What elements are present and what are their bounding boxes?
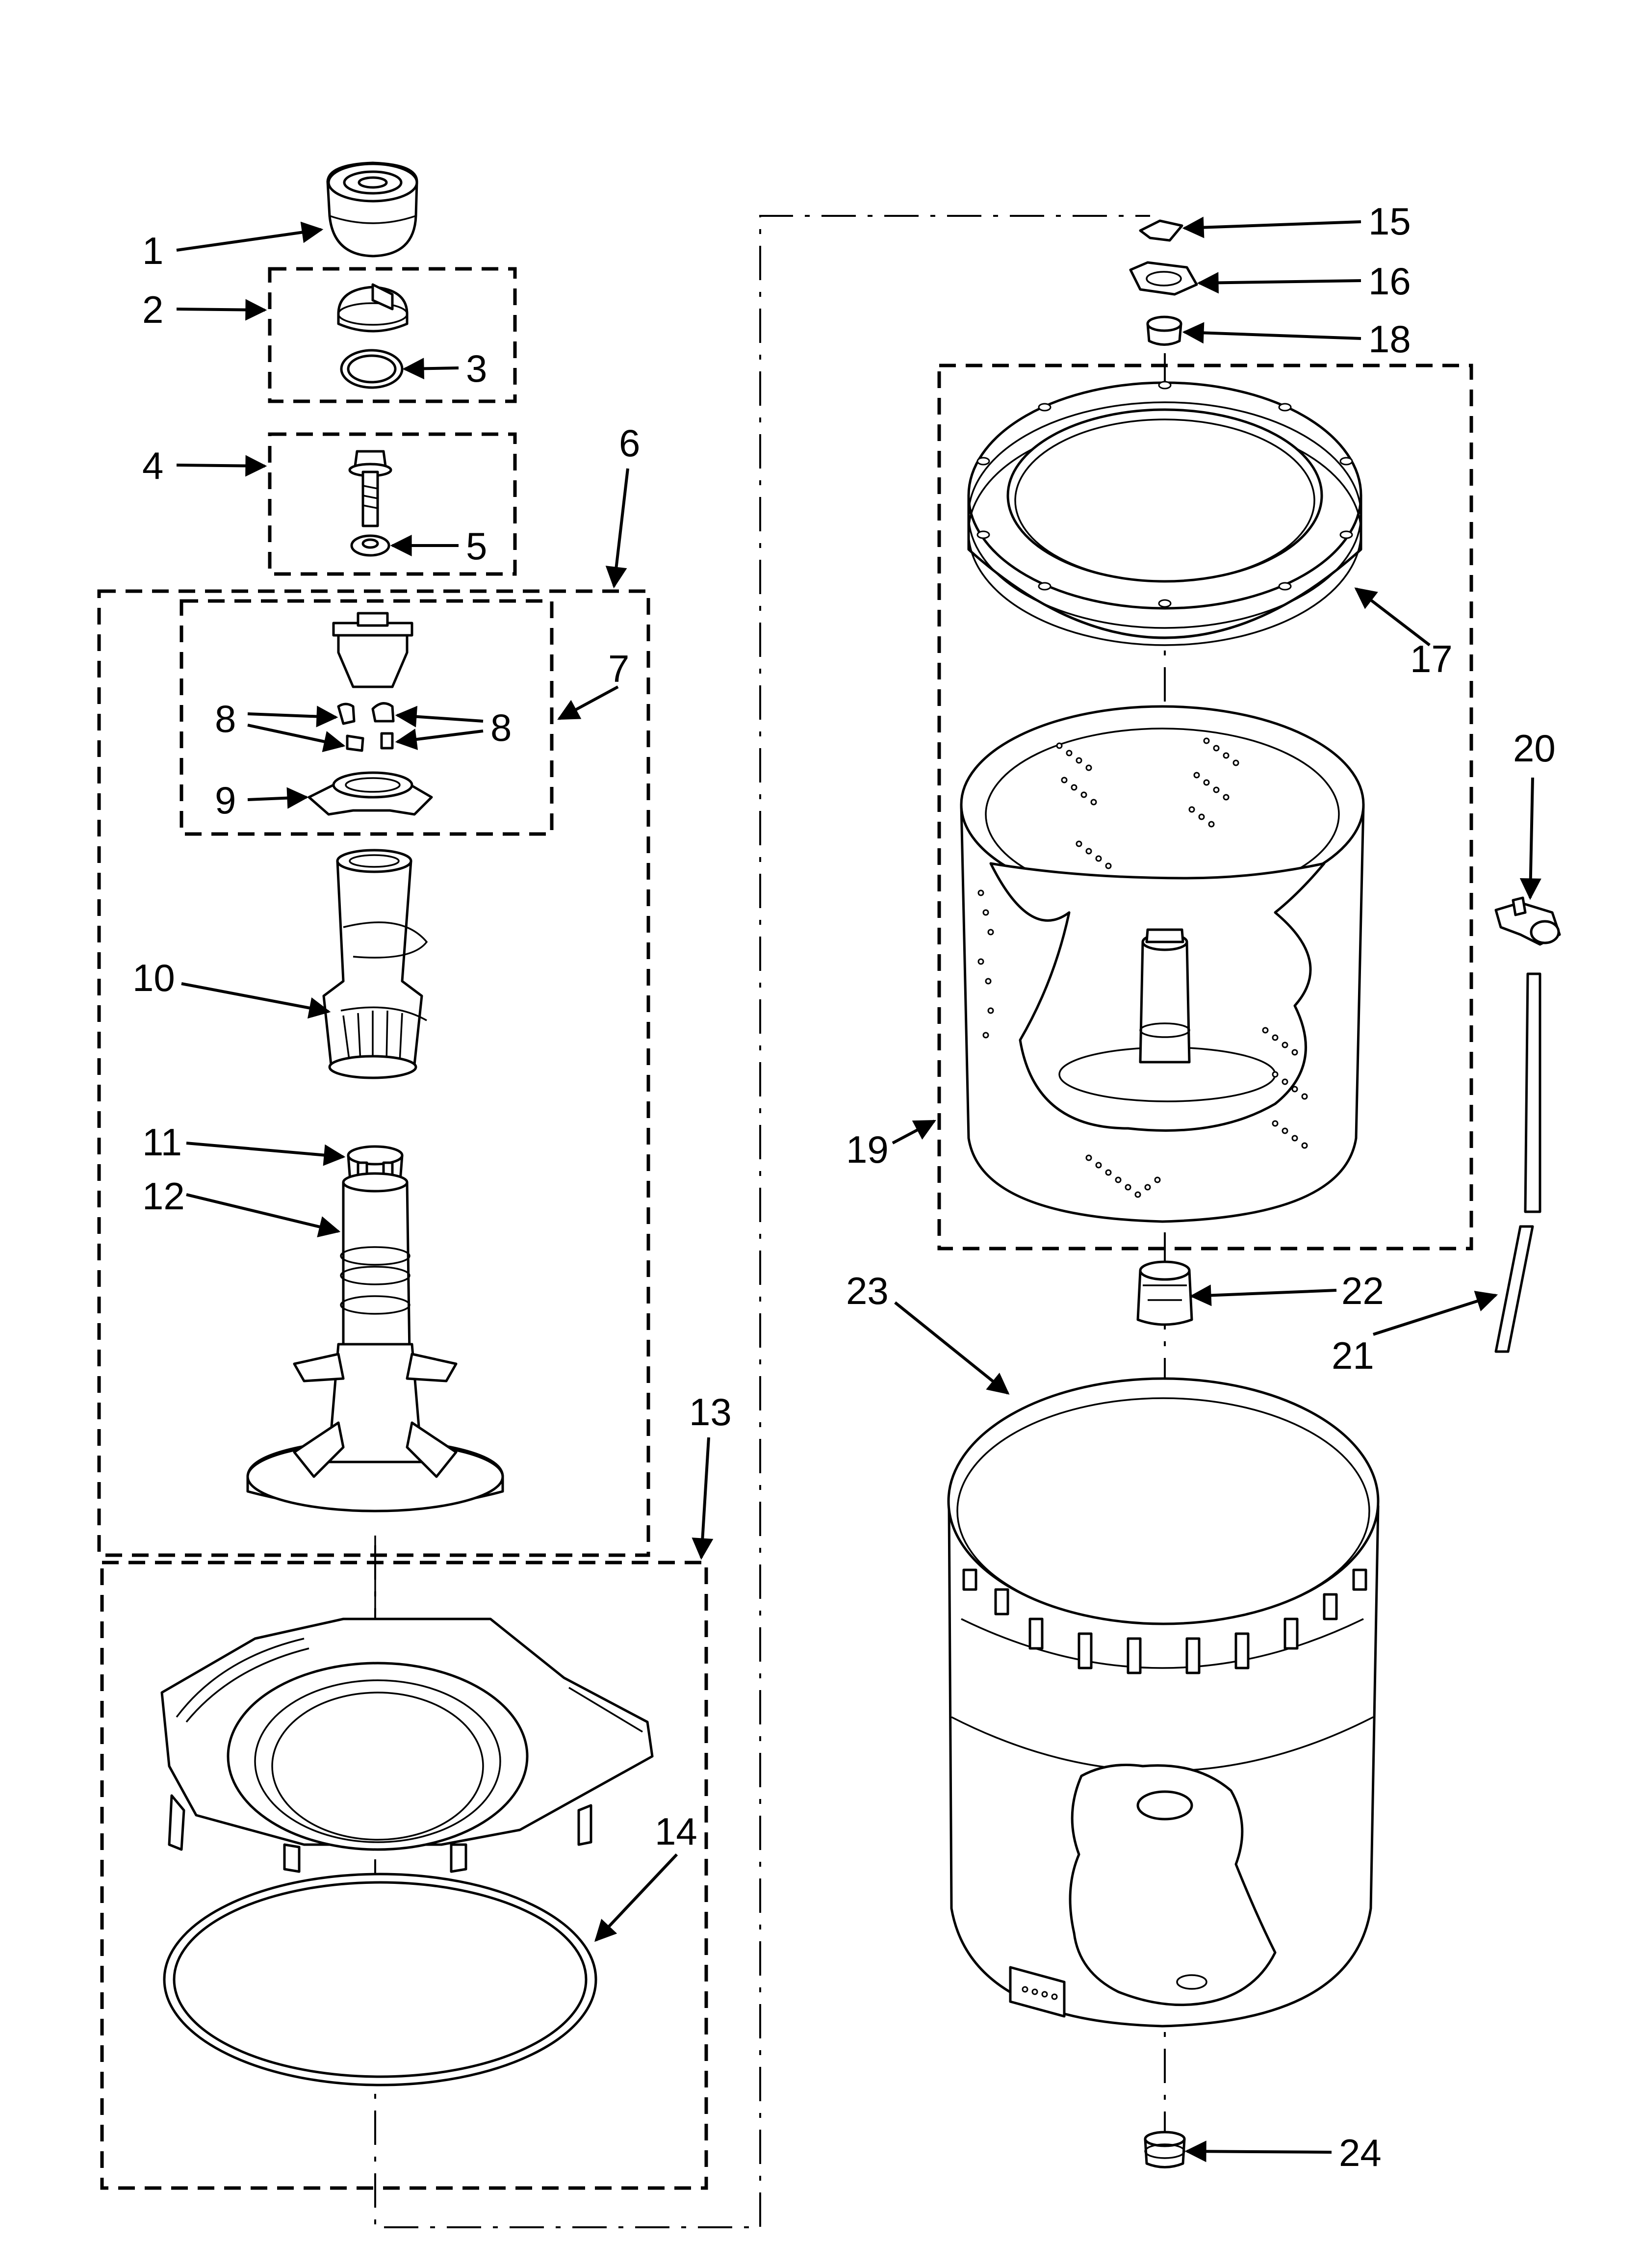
part-16-nut-retainer bbox=[1129, 261, 1198, 296]
callout-16: 16 bbox=[1368, 260, 1411, 303]
callout-17: 17 bbox=[1410, 637, 1453, 680]
callout-21: 21 bbox=[1332, 1334, 1374, 1377]
callout-4: 4 bbox=[142, 444, 163, 487]
part-3-o-ring bbox=[340, 349, 404, 389]
part-15-clip bbox=[1139, 219, 1183, 242]
part-20-hose-clamp bbox=[1494, 896, 1561, 946]
group-box-4-5 bbox=[268, 432, 517, 576]
part-17-balance-ring bbox=[967, 381, 1362, 646]
callout-12: 12 bbox=[142, 1174, 185, 1218]
callout-13: 13 bbox=[689, 1390, 732, 1434]
part-14-seal-ring bbox=[163, 1873, 597, 2086]
callout-19: 19 bbox=[846, 1128, 889, 1171]
basket-perforations bbox=[977, 737, 1308, 1198]
callout-23: 23 bbox=[846, 1269, 889, 1312]
part-22-hub bbox=[1136, 1260, 1193, 1326]
callout-7: 7 bbox=[608, 647, 629, 690]
part-10-agitator-barrel bbox=[322, 849, 428, 1079]
callout-2: 2 bbox=[142, 288, 163, 331]
part-18-spanner-nut bbox=[1146, 315, 1182, 346]
part-23-outer-tub bbox=[947, 1377, 1380, 2028]
part-24-plug bbox=[1144, 2131, 1186, 2168]
callout-8-left: 8 bbox=[215, 697, 236, 740]
callout-5: 5 bbox=[466, 524, 487, 568]
part-13-tub-ring bbox=[160, 1617, 654, 1873]
callout-arrows bbox=[176, 216, 1541, 2163]
part-19-spin-basket bbox=[960, 705, 1365, 1223]
part-21-hose bbox=[1494, 972, 1541, 1353]
group-box-17-19 bbox=[937, 364, 1473, 1251]
group-box-13 bbox=[100, 1561, 708, 2190]
part-7-cam-top bbox=[332, 612, 413, 688]
callout-22: 22 bbox=[1341, 1269, 1384, 1312]
callout-3: 3 bbox=[466, 347, 487, 390]
callout-20: 20 bbox=[1513, 727, 1556, 770]
tub-inner-tabs bbox=[962, 1568, 1367, 1674]
callout-15: 15 bbox=[1368, 200, 1411, 243]
part-5-washer bbox=[350, 534, 390, 557]
callout-10: 10 bbox=[132, 956, 175, 999]
part-4-bolt bbox=[348, 450, 392, 527]
group-box-2-3 bbox=[268, 267, 517, 403]
part-12-agitator-base bbox=[246, 1172, 504, 1512]
callout-labels: 1 2 3 4 5 6 7 8 8 9 10 11 12 13 14 15 16… bbox=[132, 200, 1556, 2174]
part-2-cap-insert bbox=[337, 283, 409, 333]
callout-18: 18 bbox=[1368, 317, 1411, 361]
group-box-7 bbox=[180, 599, 554, 836]
callout-14: 14 bbox=[655, 1810, 697, 1853]
callout-8-right: 8 bbox=[490, 706, 512, 749]
part-9-dog-carrier bbox=[308, 771, 433, 816]
callout-1: 1 bbox=[142, 229, 163, 272]
callout-24: 24 bbox=[1339, 2131, 1382, 2174]
callout-11: 11 bbox=[142, 1121, 182, 1164]
part-1-agitator-cap bbox=[326, 161, 418, 258]
group-box-6 bbox=[97, 589, 650, 1557]
part-8-dogs bbox=[337, 702, 395, 752]
callout-6: 6 bbox=[619, 421, 640, 465]
callout-9: 9 bbox=[215, 779, 236, 822]
